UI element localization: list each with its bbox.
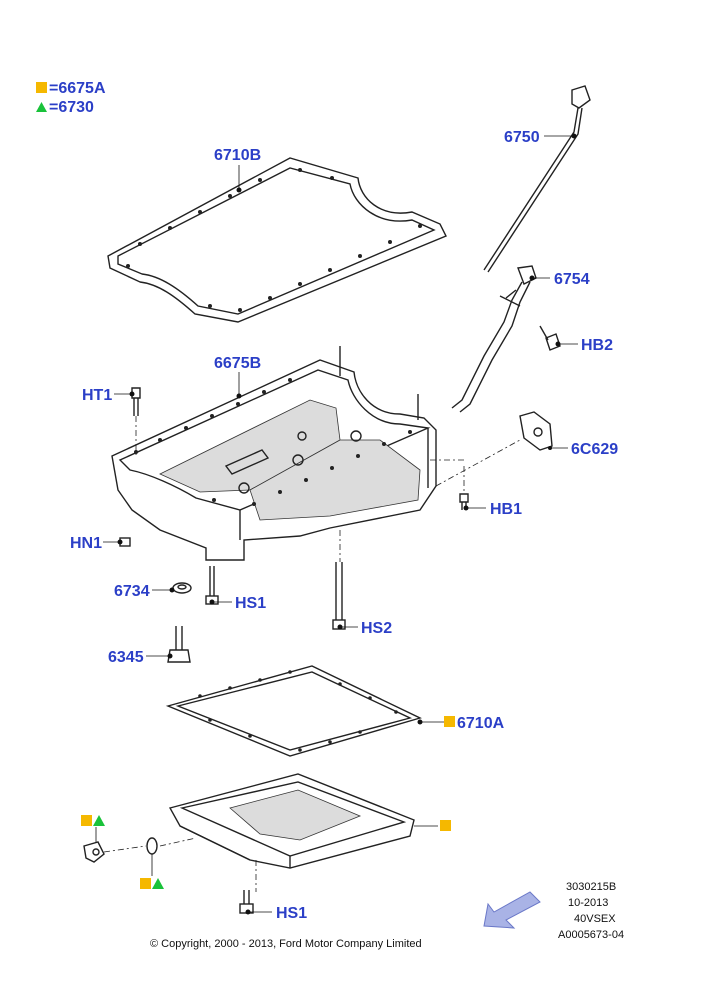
callout-6754: 6754	[554, 271, 590, 288]
legend-6730: =6730	[49, 99, 94, 116]
drawing-reference: A0005673-04	[558, 929, 624, 941]
square-marker-icon	[444, 716, 455, 727]
bolt-HS1-lower	[239, 860, 257, 914]
drawing-code: 40VSEX	[574, 913, 616, 925]
triangle-marker-icon	[93, 815, 105, 826]
callout-6710B: 6710B	[214, 147, 261, 164]
callout-HS1-upper: HS1	[235, 595, 266, 612]
lower-oil-pan	[168, 773, 415, 869]
drain-plug	[81, 815, 147, 863]
callout-6750: 6750	[504, 129, 540, 146]
drawing-date: 10-2013	[568, 897, 608, 909]
dipstick-tube-6754	[451, 265, 537, 413]
washer-6734	[172, 582, 192, 594]
bracket-6C629	[435, 411, 553, 487]
bolt-HB2	[539, 325, 561, 351]
copyright: © Copyright, 2000 - 2013, Ford Motor Com…	[150, 938, 422, 950]
callout-6345: 6345	[108, 649, 144, 666]
bolt-HS1-upper	[205, 566, 219, 605]
upper-oil-pan-6675B	[111, 346, 437, 561]
bolt-HS2	[332, 530, 346, 630]
arrow-icon	[483, 891, 541, 929]
legend: =6675A =6730	[36, 80, 106, 116]
upper-gasket-6710B	[107, 157, 447, 323]
legend-6675A: =6675A	[49, 80, 106, 97]
drawing-number: 3030215B	[566, 881, 616, 893]
callout-HN1: HN1	[70, 535, 102, 552]
lower-gasket-6710A	[165, 665, 422, 757]
square-marker-icon	[140, 878, 151, 889]
square-legend-icon	[36, 82, 47, 93]
callout-6675B: 6675B	[214, 355, 261, 372]
bolt-HB1	[430, 459, 469, 510]
callout-HB2: HB2	[581, 337, 613, 354]
dipstick-6750	[483, 85, 591, 273]
square-marker-icon	[81, 815, 92, 826]
callout-HS2: HS2	[361, 620, 392, 637]
triangle-legend-icon	[36, 102, 47, 112]
callout-HT1: HT1	[82, 387, 112, 404]
callout-6734: 6734	[114, 583, 150, 600]
callout-6710A: 6710A	[457, 715, 505, 732]
callout-HB1: HB1	[490, 501, 522, 518]
callout-HS1-lower: HS1	[276, 905, 307, 922]
callout-6C629: 6C629	[571, 441, 618, 458]
triangle-marker-icon	[152, 878, 164, 889]
square-marker-icon	[440, 820, 451, 831]
drain-washer	[140, 837, 164, 889]
